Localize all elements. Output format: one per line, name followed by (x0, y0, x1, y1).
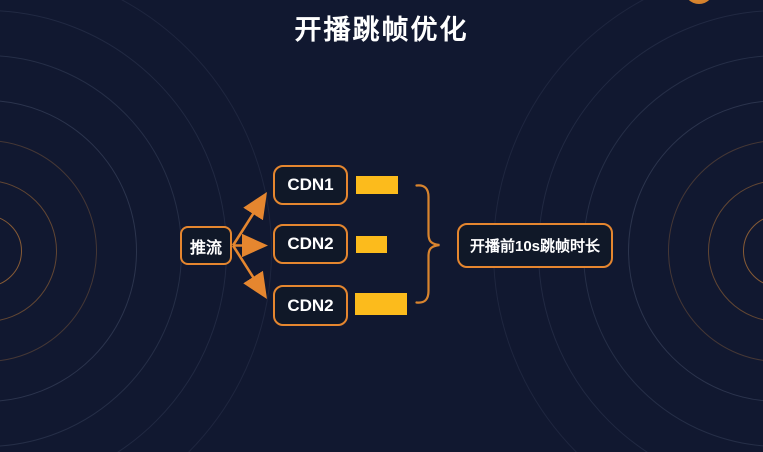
result-node: 开播前10s跳帧时长 (457, 223, 613, 268)
cdn1-label: CDN1 (287, 175, 334, 194)
ring-decoration (0, 180, 57, 322)
cdn2-label: CDN2 (287, 234, 334, 253)
cdn3-duration-bar (355, 293, 407, 315)
cdn3-label: CDN2 (287, 295, 334, 315)
arrow-to-cdn3 (231, 244, 267, 299)
curly-brace (415, 184, 440, 304)
ring-decoration (0, 140, 97, 362)
ring-decoration (0, 100, 137, 402)
cdn1-duration-bar (356, 176, 398, 194)
ring-decoration (0, 55, 182, 447)
cdn2-node: CDN2 (273, 224, 348, 264)
arrow-to-cdn1 (231, 192, 267, 247)
cdn1-node: CDN1 (273, 165, 348, 205)
result-label: 开播前10s跳帧时长 (469, 238, 601, 255)
push-stream-label: 推流 (189, 239, 222, 257)
ring-decoration (743, 215, 763, 287)
orange-dot-decoration (684, 0, 714, 4)
ring-decoration (628, 100, 763, 402)
ring-decoration (668, 140, 763, 362)
ring-decoration (0, 0, 272, 452)
cdn3-node: CDN2 (273, 285, 348, 326)
cdn2-duration-bar (356, 236, 387, 253)
page-title: 开播跳帧优化 (294, 15, 469, 45)
push-stream-node: 推流 (180, 226, 232, 265)
ring-decoration (0, 215, 22, 287)
ring-decoration (708, 180, 763, 322)
